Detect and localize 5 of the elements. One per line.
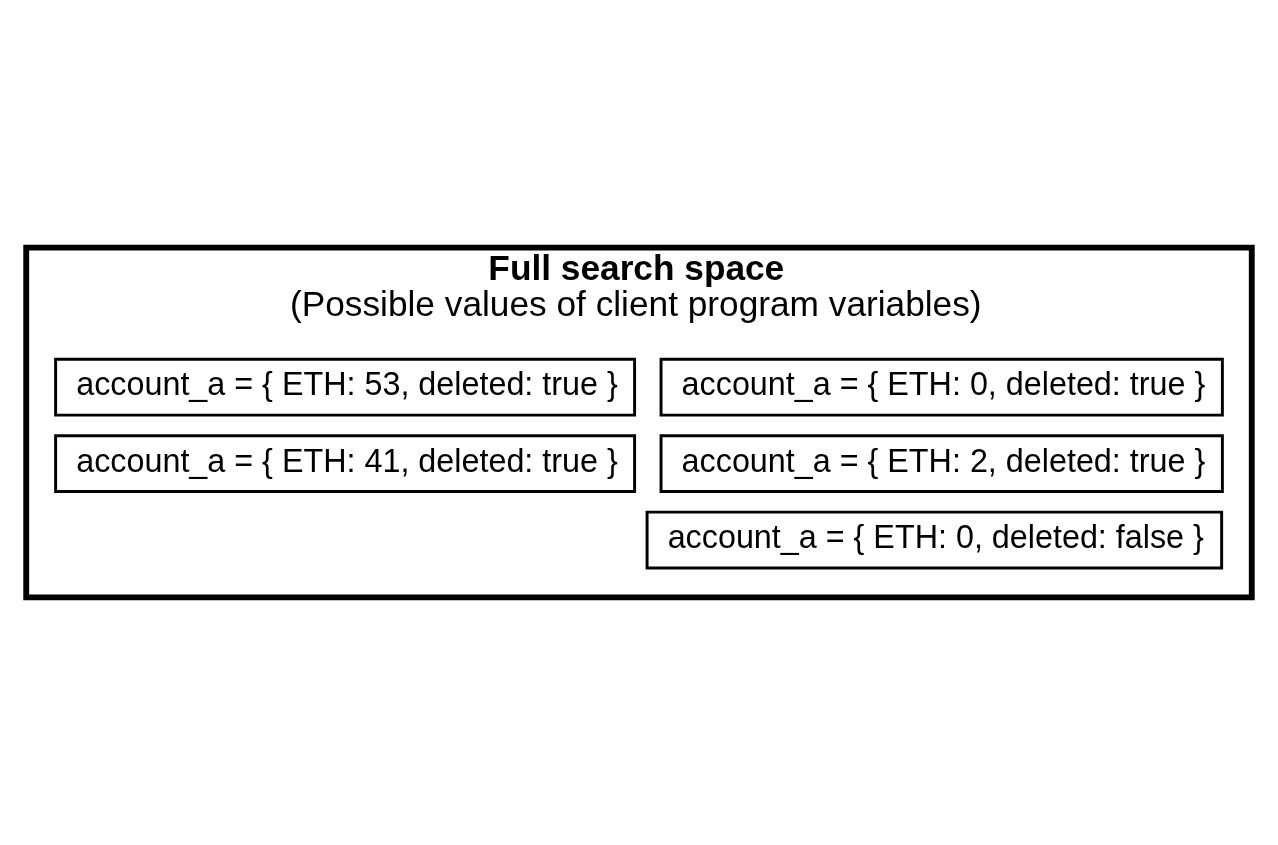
node-box: account_a = { ETH: 41, deleted: true } xyxy=(54,434,637,494)
node-box: account_a = { ETH: 53, deleted: true } xyxy=(54,357,637,417)
node-box: account_a = { ETH: 2, deleted: true } xyxy=(659,434,1224,494)
node-box: account_a = { ETH: 0, deleted: true } xyxy=(659,357,1224,417)
node-box: account_a = { ETH: 0, deleted: false } xyxy=(645,510,1224,570)
